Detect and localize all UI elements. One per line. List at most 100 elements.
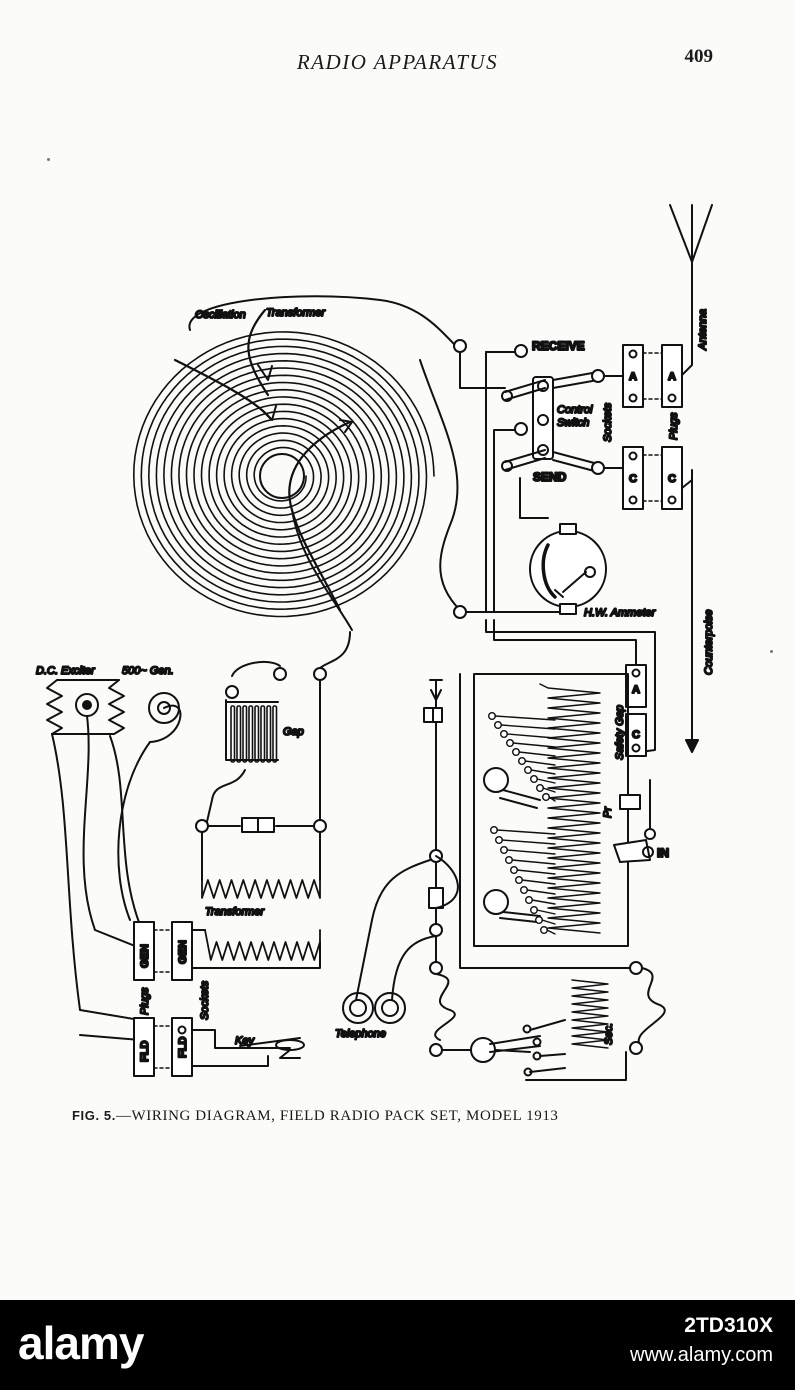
transformer-secondary-winding [201,879,321,899]
tap-lead [501,839,556,845]
tap-lead [542,787,556,793]
tap-lead [511,859,556,865]
terminal [195,819,209,833]
tap-lead [536,909,556,915]
gen-plug-socket [133,921,193,1077]
gap-fin [266,705,272,763]
gap-fin [236,705,242,763]
cable [117,741,151,921]
gap-fin [254,705,260,763]
figure-number: FIG. 5. [72,1108,116,1123]
tap-lead [541,919,556,925]
label-ammeter: H.W. Ammeter [584,607,657,619]
cable [109,735,141,926]
book-page [0,0,795,1300]
label-pr: Pr [602,806,614,818]
wire [519,477,549,519]
gen-plug-label: GEN [139,944,151,968]
label-receive: RECEIVE [532,339,585,353]
fld-plug-label: FLD [139,1041,151,1062]
label-send: SEND [533,470,567,484]
label-plugs-right: Plugs [668,412,680,440]
figure-title: —WIRING DIAGRAM, FIELD RADIO PACK SET, M… [115,1108,559,1124]
receiver-circuit [342,679,459,1057]
cable [51,733,141,1021]
telegraph-key [191,1029,305,1067]
label-key: Key [235,1035,255,1047]
plug-c-socket: C [629,473,637,485]
tap-lead [521,879,556,885]
tap-lead [500,724,556,730]
running-head: RADIO APPARATUS [296,50,499,74]
tap-lead [530,769,556,775]
terminal [313,667,327,681]
label-gap: Gap [283,726,304,738]
tap-lead [548,796,556,802]
fld-socket-label: FLD [177,1037,189,1058]
figure-caption: FIG. 5.—WIRING DIAGRAM, FIELD RADIO PACK… [72,1108,722,1125]
label-sec: Sec. [603,1023,615,1045]
label-500-gen: 500~ Gen. [122,665,174,677]
wire [191,929,321,969]
tap-lead [496,829,556,835]
tap-lead [512,742,556,748]
tap-lead [506,733,556,739]
gen-socket-label: GEN [177,940,189,964]
wire [419,359,461,611]
gap-fin [230,705,236,763]
tuning-coil-secondary [441,673,666,1081]
gap-fin [242,705,248,763]
wire [485,619,656,753]
in-connector [613,779,656,863]
label-transformer-top: Transformer [266,307,326,319]
wire [319,631,351,675]
page-number: 409 [684,46,714,67]
watermark-image-id: 2TD310X [684,1314,773,1337]
terminal [313,819,327,833]
tap-lead [524,760,556,766]
wire [493,619,637,669]
tap-lead [518,751,556,757]
wire [188,295,456,346]
control-switch [501,344,605,475]
label-dc-exciter: D.C. Exciter [36,665,96,677]
wire [493,429,516,613]
tap-lead [531,899,556,905]
tap-lead [526,889,556,895]
wire [205,769,246,827]
label-sockets-right: Sockets [602,402,614,442]
tap-lead [506,849,556,855]
gap-fin [260,705,266,763]
tuning-coil-primary [473,673,629,947]
wiring-diagram: Oscillation Transformer RECEIVE SEND Con… [35,204,716,1081]
watermark-banner: alamy 2TD310X www.alamy.com [0,1300,795,1390]
antenna-symbol [669,204,713,376]
cable [79,1034,141,1041]
label-sockets-left: Sockets [199,980,211,1020]
arrowhead [685,739,699,753]
gap-fin [248,705,254,763]
safety-gap-c: C [632,729,640,741]
plug-c-plug: C [668,473,676,485]
label-in: IN [657,846,669,860]
tap-lead [516,869,556,875]
label-transformer-mid: Transformer [205,906,265,918]
hot-wire-ammeter [529,523,607,615]
label-antenna: Antenna [697,309,709,351]
antenna-socket-plug-blocks [603,344,683,510]
tap-lead [546,929,556,935]
label-counterpoise: Counterpoise [703,610,715,675]
plug-a-socket: A [629,371,637,383]
print-speck [47,158,50,161]
wire [201,831,321,881]
wire [459,351,506,389]
transformer-primary-winding [204,929,321,961]
label-switch: Switch [557,417,589,429]
oscillation-transformer-spiral [133,308,435,631]
safety-gap [625,664,647,757]
exciter-generator [46,679,182,743]
label-control: Control [557,404,593,416]
gap-fin [272,705,278,763]
print-speck [770,650,773,653]
tap-lead [494,715,556,721]
